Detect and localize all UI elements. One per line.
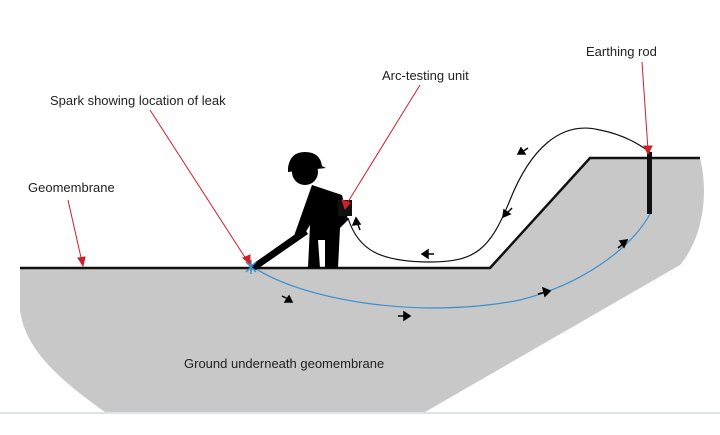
worker-figure (250, 152, 352, 270)
label-geomembrane: Geomembrane (28, 180, 115, 195)
ground (20, 158, 704, 412)
label-earthing-rod: Earthing rod (586, 44, 657, 59)
earthing-rod (647, 152, 652, 214)
label-arc-testing-unit: Arc-testing unit (382, 68, 469, 83)
pointer-arrows (67, 61, 653, 268)
label-ground: Ground underneath geomembrane (184, 356, 385, 371)
current-path (251, 213, 651, 309)
label-spark: Spark showing location of leak (50, 93, 226, 108)
spark-icon (245, 260, 257, 274)
direction-arrows (281, 146, 629, 322)
cable (347, 127, 651, 263)
